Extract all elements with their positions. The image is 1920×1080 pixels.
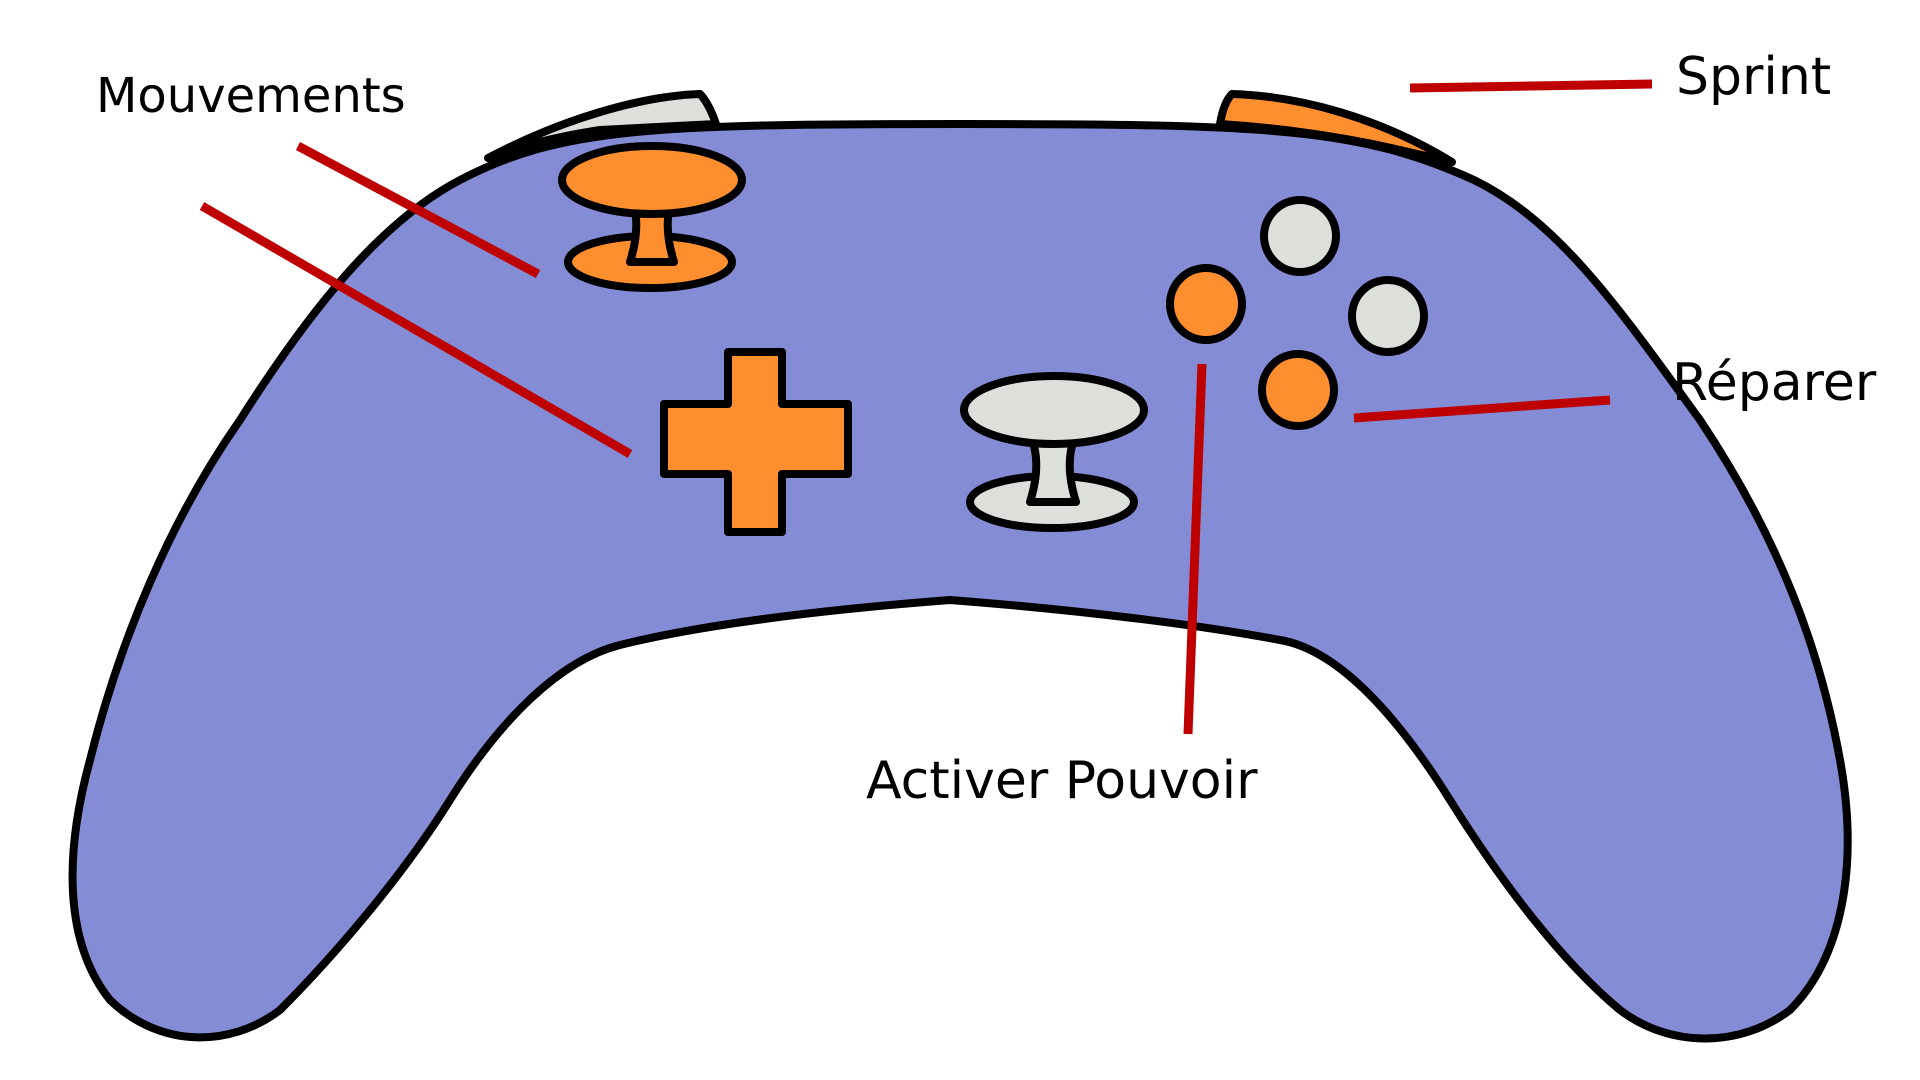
repair-leader-line (1353, 395, 1611, 423)
left-analog-stick-icon (558, 142, 746, 292)
face-button-left-icon (1166, 264, 1246, 344)
dpad-cross-icon (660, 348, 852, 536)
label-sprint: Sprint (1676, 47, 1831, 107)
left-trigger-icon (484, 90, 720, 162)
movements-leader-line-dpad (199, 202, 633, 458)
label-power: Activer Pouvoir (866, 751, 1258, 811)
face-button-bottom-icon (1258, 350, 1338, 430)
gamepad-icon (68, 120, 1852, 1043)
right-analog-stick-icon (960, 372, 1148, 532)
label-movements: Mouvements (96, 68, 406, 124)
face-button-right-icon (1348, 276, 1428, 356)
label-repair: Réparer (1672, 353, 1877, 413)
movements-leader-line-stick (295, 142, 541, 278)
sprint-leader-line (1409, 79, 1653, 93)
face-button-top-icon (1260, 196, 1340, 276)
power-leader-line (1183, 363, 1207, 735)
